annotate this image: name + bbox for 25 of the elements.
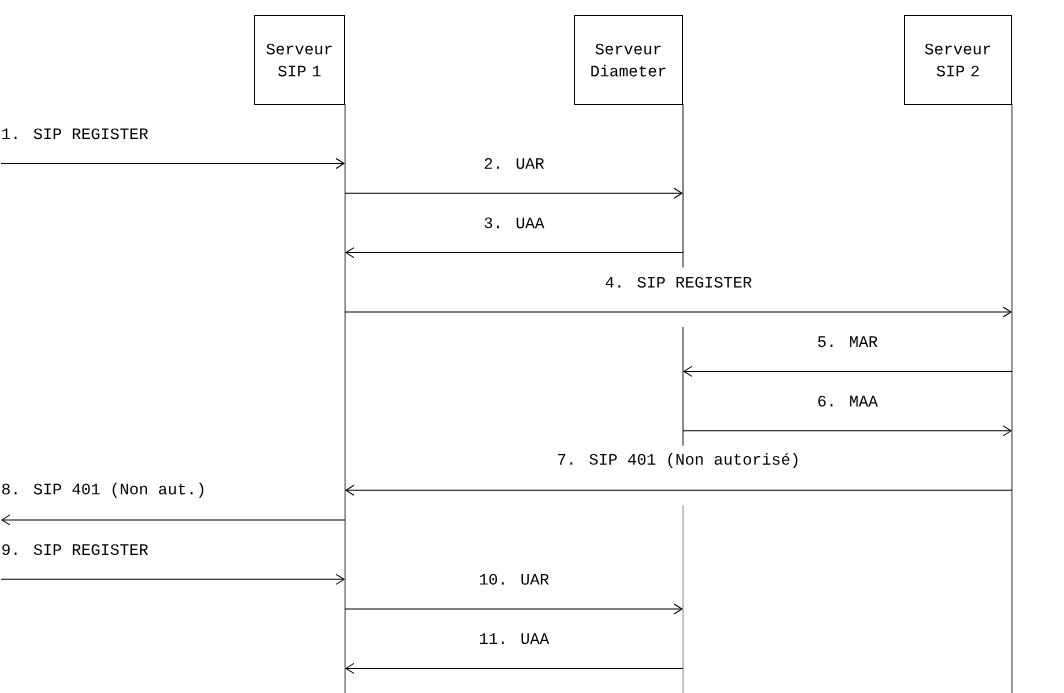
edge-label: 2. UAR: [482, 157, 546, 170]
edge-label: 10. UAR: [477, 572, 551, 586]
arrow: [0, 573, 345, 585]
edge-label: 8. SIP 401 (Non aut.): [0, 481, 208, 499]
arrow: [345, 247, 684, 259]
server-box: Serveur Diameter: [574, 15, 683, 106]
arrow: [344, 306, 1012, 318]
arrow: [345, 662, 684, 674]
server-box: Serveur SIP 1: [254, 15, 345, 106]
edge-label: 7. SIP 401 (Non autorisé): [555, 452, 802, 469]
arrow: [683, 365, 1013, 377]
arrow: [0, 158, 345, 169]
edge-label: 1. SIP REGISTER: [0, 127, 150, 141]
edge-label: 9. SIP REGISTER: [0, 543, 150, 557]
arrow: [1, 514, 346, 526]
arrow: [682, 425, 1012, 437]
arrow: [344, 187, 683, 199]
edge-label: 4. SIP REGISTER: [603, 275, 754, 289]
edge-label: 3. UAA: [482, 216, 546, 230]
edge-label: 6. MAA: [816, 394, 879, 408]
edge-label: 5. MAR: [816, 335, 879, 349]
edge-label: 11. UAA: [477, 632, 551, 646]
arrow: [344, 603, 683, 615]
server-box: Serveur SIP 2: [904, 15, 1012, 106]
arrow: [345, 484, 1013, 496]
